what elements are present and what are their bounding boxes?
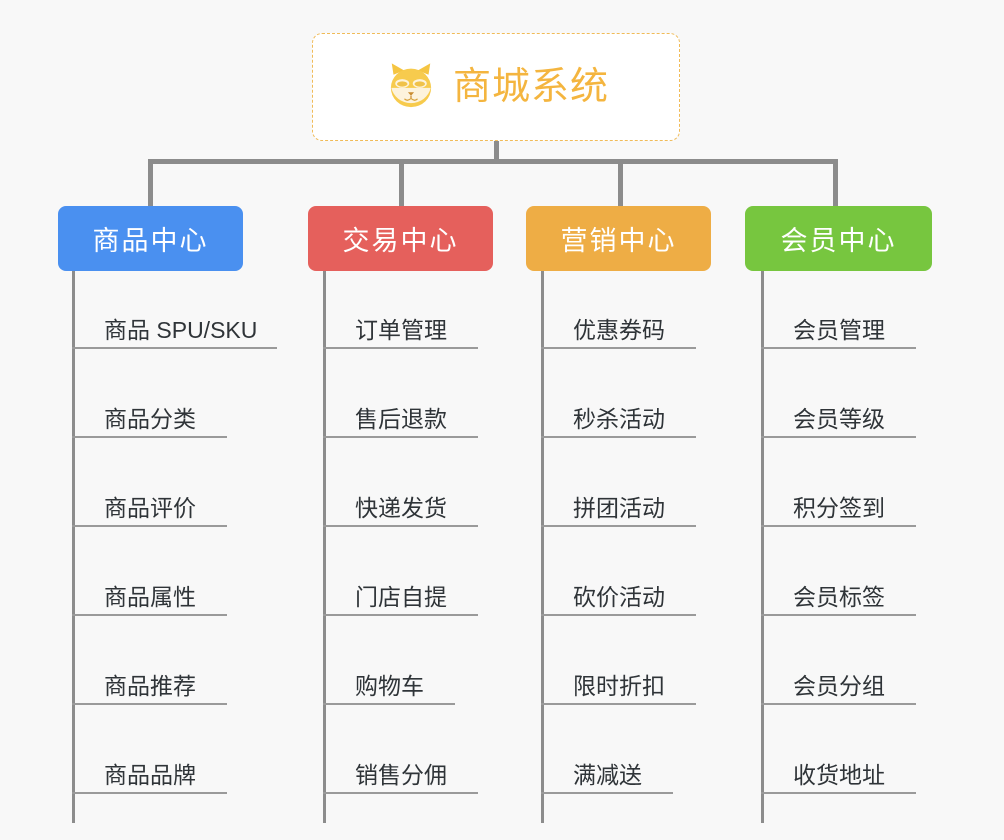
category-header-label: 商品中心	[92, 226, 209, 256]
leaf-label: 商品评价	[104, 494, 196, 521]
leaf-label: 砍价活动	[573, 583, 665, 610]
leaf-label: 会员标签	[793, 583, 885, 610]
category-header-label: 会员中心	[780, 226, 897, 256]
leaf-label: 快递发货	[355, 494, 447, 521]
leaf-label: 订单管理	[355, 316, 447, 343]
leaf-item-0-0[interactable]: 商品 SPU/SKU	[72, 260, 277, 349]
leaf-item-1-2[interactable]: 快递发货	[323, 438, 478, 527]
leaf-item-2-2[interactable]: 拼团活动	[541, 438, 696, 527]
leaf-item-0-1[interactable]: 商品分类	[72, 349, 227, 438]
leaf-item-3-1[interactable]: 会员等级	[761, 349, 916, 438]
leaf-label: 商品分类	[104, 405, 196, 432]
leaf-label: 门店自提	[355, 583, 447, 610]
leaf-item-0-2[interactable]: 商品评价	[72, 438, 227, 527]
leaf-item-0-4[interactable]: 商品推荐	[72, 616, 227, 705]
leaf-label: 会员分组	[793, 672, 885, 699]
leaf-label: 商品属性	[104, 583, 196, 610]
category-header-label: 营销中心	[560, 226, 677, 256]
category-header-0[interactable]: 商品中心	[58, 206, 243, 271]
branch-drop-line-3	[618, 159, 623, 207]
leaf-item-2-4[interactable]: 限时折扣	[541, 616, 696, 705]
leaf-label: 优惠券码	[573, 316, 665, 343]
category-header-1[interactable]: 交易中心	[308, 206, 493, 271]
leaf-label: 销售分佣	[355, 761, 447, 788]
leaf-label: 秒杀活动	[573, 405, 665, 432]
root-node[interactable]: 商城系统	[312, 33, 680, 141]
leaf-item-0-3[interactable]: 商品属性	[72, 527, 227, 616]
leaf-label: 商品品牌	[104, 761, 196, 788]
horizontal-bus-line	[148, 159, 838, 164]
leaf-label: 购物车	[355, 672, 424, 699]
leaf-label: 会员等级	[793, 405, 885, 432]
leaf-label: 售后退款	[355, 405, 447, 432]
leaf-label: 商品 SPU/SKU	[104, 316, 258, 343]
root-drop-line	[494, 141, 499, 161]
leaf-label: 拼团活动	[573, 494, 665, 521]
column-trunk-1	[323, 271, 326, 823]
root-title: 商城系统	[452, 66, 609, 108]
leaf-item-1-0[interactable]: 订单管理	[323, 260, 478, 349]
category-header-label: 交易中心	[342, 226, 459, 256]
leaf-label: 收货地址	[793, 761, 885, 788]
column-trunk-2	[541, 271, 544, 823]
leaf-label: 满减送	[573, 761, 642, 788]
leaf-label: 积分签到	[793, 494, 885, 521]
shiba-dog-face-icon	[383, 59, 439, 115]
column-trunk-3	[761, 271, 764, 823]
leaf-item-2-1[interactable]: 秒杀活动	[541, 349, 696, 438]
leaf-item-1-4[interactable]: 购物车	[323, 616, 455, 705]
leaf-item-3-4[interactable]: 会员分组	[761, 616, 916, 705]
leaf-item-3-5[interactable]: 收货地址	[761, 705, 916, 794]
branch-drop-line-2	[399, 159, 404, 207]
branch-drop-line-4	[833, 159, 838, 207]
leaf-item-2-5[interactable]: 满减送	[541, 705, 673, 794]
leaf-item-3-3[interactable]: 会员标签	[761, 527, 916, 616]
column-trunk-0	[72, 271, 75, 823]
leaf-item-3-2[interactable]: 积分签到	[761, 438, 916, 527]
leaf-item-1-3[interactable]: 门店自提	[323, 527, 478, 616]
leaf-item-1-5[interactable]: 销售分佣	[323, 705, 478, 794]
category-header-2[interactable]: 营销中心	[526, 206, 711, 271]
leaf-item-2-0[interactable]: 优惠券码	[541, 260, 696, 349]
leaf-label: 会员管理	[793, 316, 885, 343]
leaf-item-3-0[interactable]: 会员管理	[761, 260, 916, 349]
leaf-item-2-3[interactable]: 砍价活动	[541, 527, 696, 616]
leaf-item-0-5[interactable]: 商品品牌	[72, 705, 227, 794]
leaf-label: 商品推荐	[104, 672, 196, 699]
leaf-label: 限时折扣	[573, 672, 665, 699]
leaf-item-1-1[interactable]: 售后退款	[323, 349, 478, 438]
category-header-3[interactable]: 会员中心	[745, 206, 932, 271]
branch-drop-line-1	[148, 159, 153, 207]
